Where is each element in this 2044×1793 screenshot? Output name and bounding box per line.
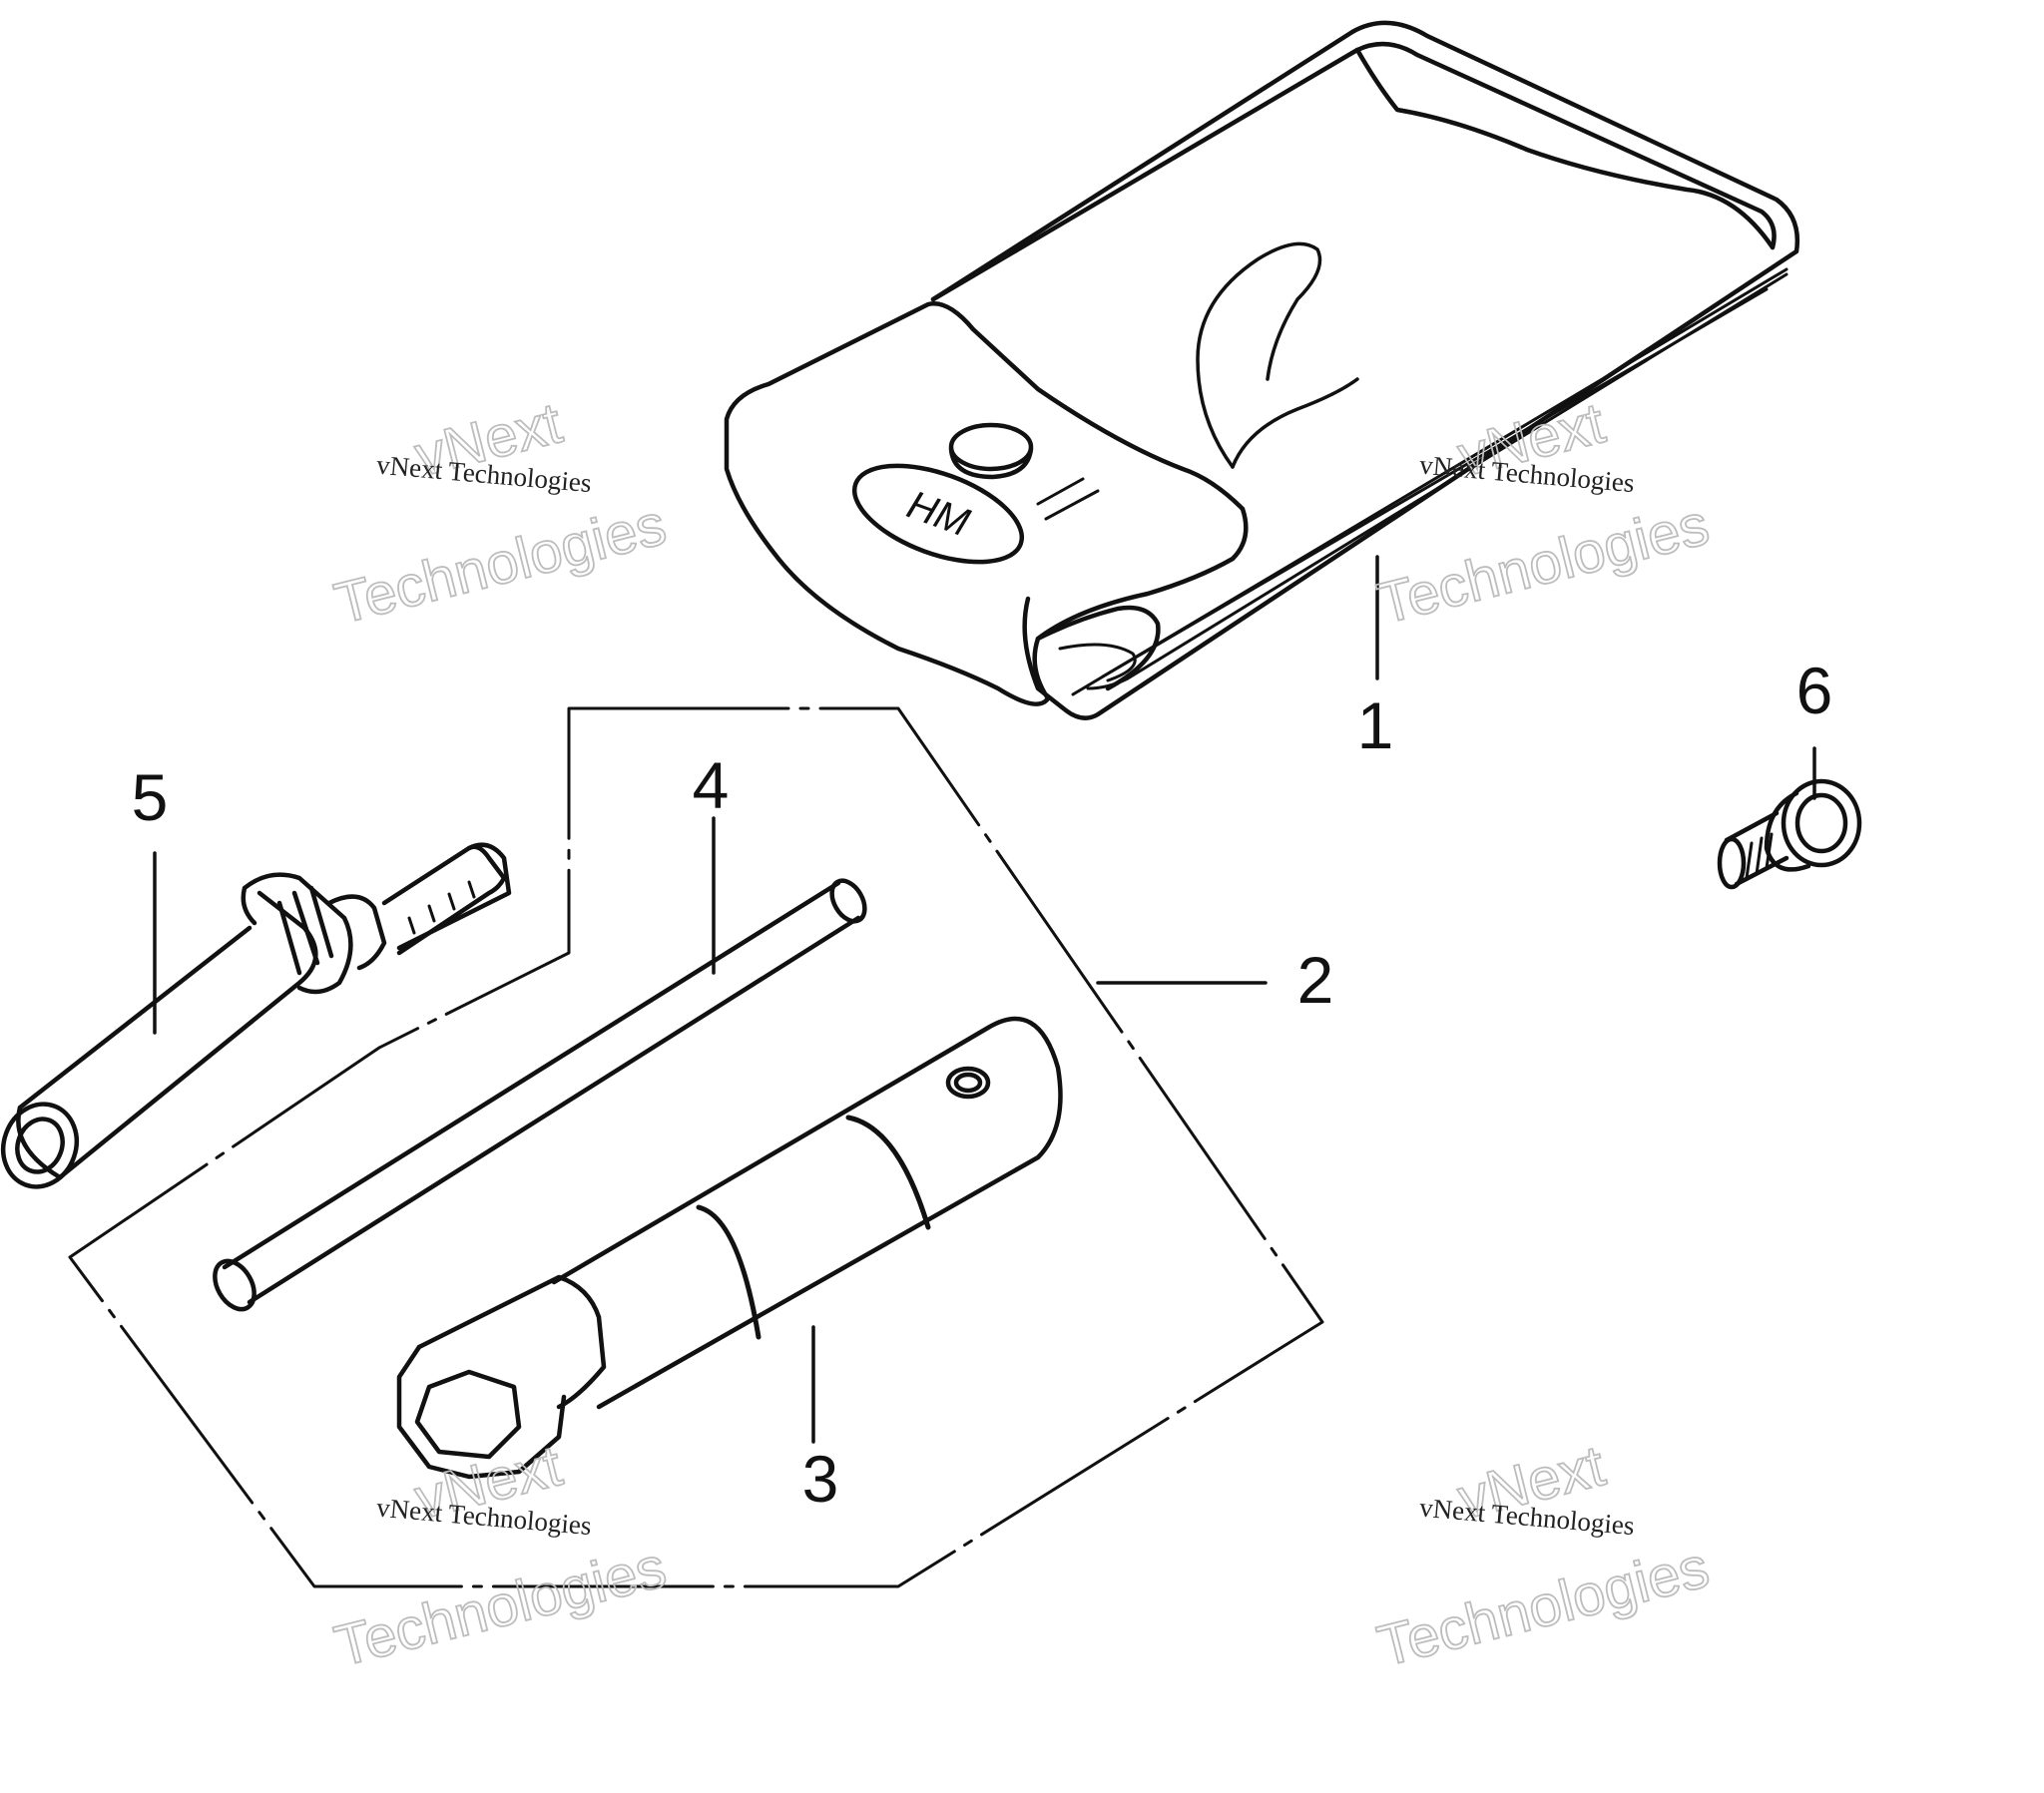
snap-button bbox=[948, 422, 1034, 472]
handle-socket bbox=[0, 842, 512, 1189]
box-spanner bbox=[396, 1016, 1063, 1480]
callout-numbers: 1 2 3 4 5 6 bbox=[132, 654, 1833, 1516]
hm-emblem-text: HM bbox=[901, 483, 975, 546]
tool-pouch: HM bbox=[724, 20, 1800, 720]
tool-kit-outline bbox=[68, 706, 1324, 1588]
callout-5: 5 bbox=[132, 760, 169, 834]
watermark-bottom-left: vNext vNext Technologies Technologies bbox=[327, 1432, 673, 1679]
watermark-top-left: vNext vNext Technologies Technologies bbox=[327, 389, 673, 637]
leader-lines bbox=[153, 555, 1816, 1444]
svg-text:Technologies: Technologies bbox=[1371, 1535, 1715, 1679]
callout-4: 4 bbox=[693, 748, 730, 822]
svg-text:Technologies: Technologies bbox=[328, 1535, 672, 1679]
callout-3: 3 bbox=[802, 1442, 839, 1516]
tommy-bar bbox=[213, 878, 867, 1312]
callout-2: 2 bbox=[1297, 943, 1334, 1017]
watermark-top-right: vNext vNext Technologies Technologies bbox=[1370, 389, 1716, 637]
callout-6: 6 bbox=[1796, 654, 1833, 727]
svg-text:Technologies: Technologies bbox=[1371, 492, 1715, 637]
callout-1: 1 bbox=[1357, 688, 1394, 762]
screw bbox=[1717, 778, 1862, 890]
svg-text:Technologies: Technologies bbox=[328, 492, 672, 637]
hm-emblem bbox=[851, 463, 1025, 565]
watermark-bottom-right: vNext vNext Technologies Technologies bbox=[1370, 1432, 1716, 1679]
